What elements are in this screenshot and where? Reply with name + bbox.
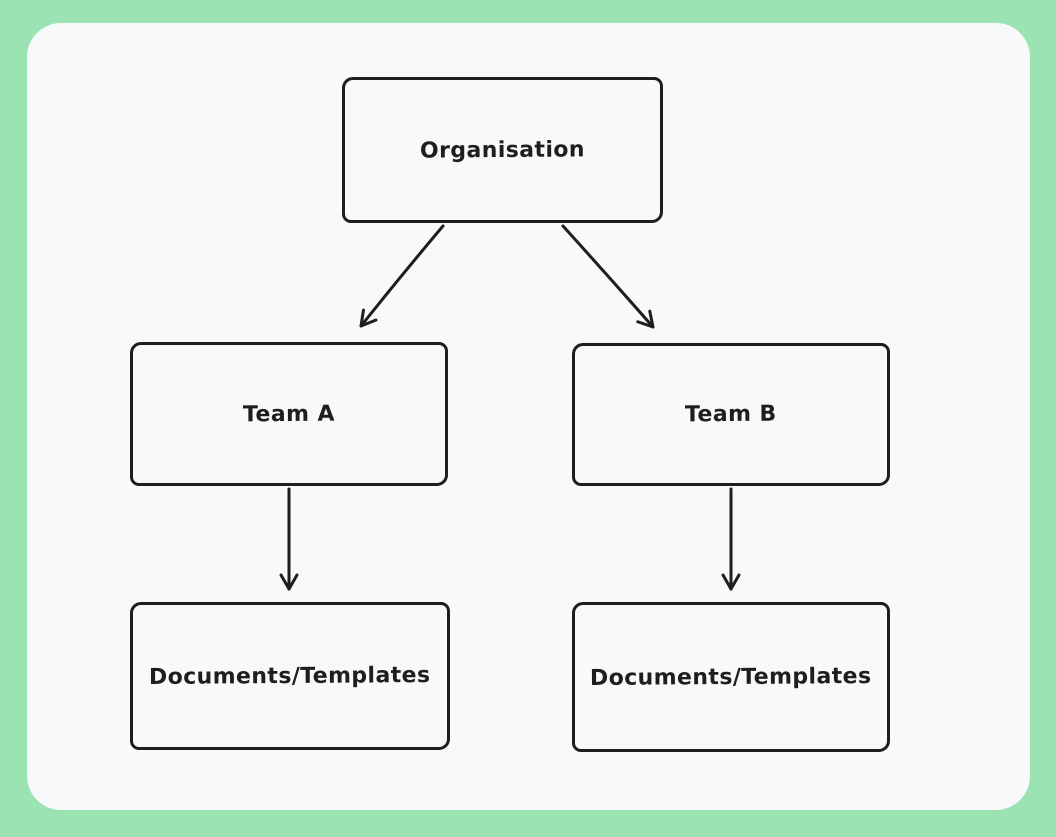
node-team-a-label: Team A: [242, 401, 336, 427]
node-documents-templates-a-label: Documents/Templates: [149, 662, 431, 690]
node-team-a[interactable]: Team A: [130, 342, 448, 486]
node-organisation-label: Organisation: [419, 136, 586, 164]
node-organisation[interactable]: Organisation: [342, 77, 663, 223]
node-team-b[interactable]: Team B: [572, 343, 890, 486]
node-documents-templates-b-label: Documents/Templates: [590, 663, 872, 691]
node-team-b-label: Team B: [685, 401, 777, 428]
node-documents-templates-b[interactable]: Documents/Templates: [572, 602, 890, 752]
node-documents-templates-a[interactable]: Documents/Templates: [130, 602, 450, 750]
